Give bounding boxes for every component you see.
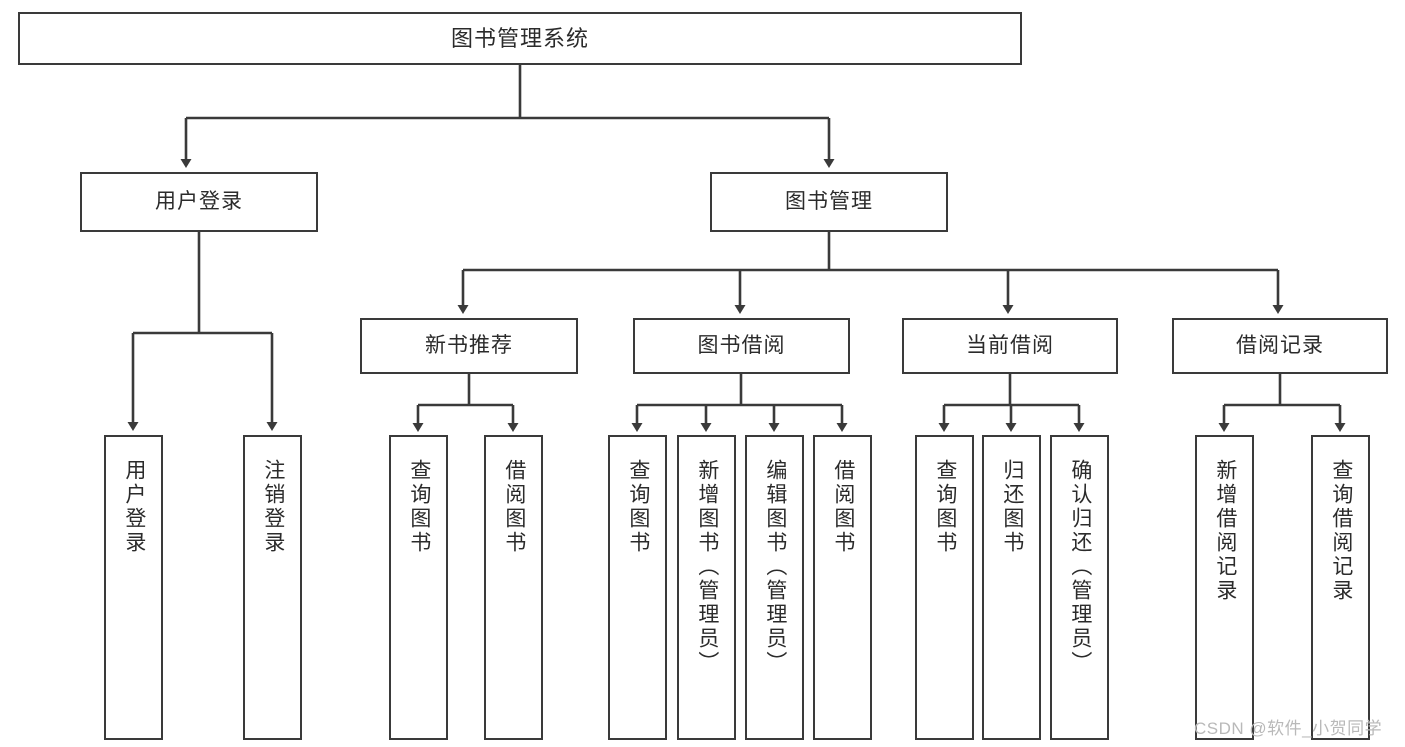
leaf-user-login-login[interactable]: 用户登录 — [104, 435, 163, 740]
leaf-borrow-borrow-book[interactable]: 借阅图书 — [813, 435, 872, 740]
node-label: 新增借阅记录 — [1213, 459, 1237, 603]
node-label: 用户登录 — [155, 189, 243, 213]
node-label: 注销登录 — [261, 459, 285, 555]
node-label: 查询借阅记录 — [1329, 459, 1353, 603]
leaf-record-query[interactable]: 查询借阅记录 — [1311, 435, 1370, 740]
node-label: 借阅图书 — [831, 459, 855, 555]
node-new-book-recommend[interactable]: 新书推荐 — [360, 318, 578, 374]
node-book-borrow[interactable]: 图书借阅 — [633, 318, 850, 374]
node-label: 借阅记录 — [1236, 333, 1324, 357]
node-label: 查询图书 — [933, 459, 957, 555]
node-label: 新增图书（管理员） — [695, 459, 719, 675]
node-label: 借阅图书 — [502, 459, 526, 555]
node-user-login[interactable]: 用户登录 — [80, 172, 318, 232]
node-current-borrow[interactable]: 当前借阅 — [902, 318, 1118, 374]
node-label: 当前借阅 — [966, 333, 1054, 357]
leaf-new-book-query[interactable]: 查询图书 — [389, 435, 448, 740]
leaf-borrow-query-book[interactable]: 查询图书 — [608, 435, 667, 740]
leaf-user-login-logout[interactable]: 注销登录 — [243, 435, 302, 740]
leaf-borrow-edit-book[interactable]: 编辑图书（管理员） — [745, 435, 804, 740]
node-label: 图书管理 — [785, 189, 873, 213]
node-borrow-record[interactable]: 借阅记录 — [1172, 318, 1388, 374]
leaf-borrow-add-book[interactable]: 新增图书（管理员） — [677, 435, 736, 740]
leaf-record-add[interactable]: 新增借阅记录 — [1195, 435, 1254, 740]
node-label: 新书推荐 — [425, 333, 513, 357]
leaf-new-book-borrow[interactable]: 借阅图书 — [484, 435, 543, 740]
leaf-current-return-book[interactable]: 归还图书 — [982, 435, 1041, 740]
node-label: 图书管理系统 — [450, 25, 589, 51]
leaf-current-confirm-return[interactable]: 确认归还（管理员） — [1050, 435, 1109, 740]
node-book-management[interactable]: 图书管理 — [710, 172, 948, 232]
csdn-watermark: CSDN @软件_小贺同学 — [1194, 719, 1383, 738]
node-label: 查询图书 — [407, 459, 431, 555]
leaf-current-query-book[interactable]: 查询图书 — [915, 435, 974, 740]
node-label: 确认归还（管理员） — [1068, 459, 1092, 675]
node-label: 编辑图书（管理员） — [763, 459, 787, 675]
node-label: 图书借阅 — [697, 333, 786, 357]
node-root-system[interactable]: 图书管理系统 — [18, 12, 1022, 65]
node-label: 查询图书 — [626, 459, 650, 555]
node-label: 归还图书 — [1000, 459, 1024, 555]
node-label: 用户登录 — [122, 459, 146, 555]
